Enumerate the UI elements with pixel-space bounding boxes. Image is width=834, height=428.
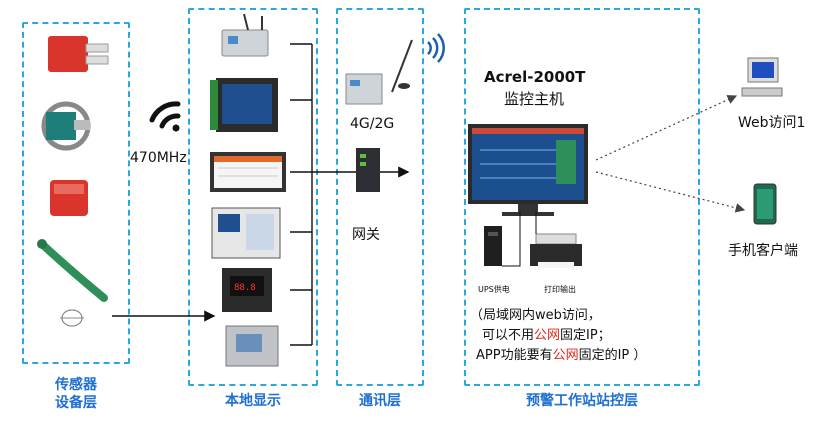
mobile-phone-icon	[753, 183, 777, 225]
sensor-red-clamp-icon	[48, 36, 109, 72]
communication-frame	[336, 8, 424, 386]
local-display-frame	[188, 8, 318, 386]
sensor-probe-icon	[60, 309, 84, 327]
note-line-3-a: APP功能要有	[476, 348, 553, 363]
note-line-2-c: 固定IP；	[560, 328, 611, 343]
web-link-line	[595, 95, 738, 161]
host-subtitle: 监控主机	[504, 90, 565, 108]
note-line-1-b: web	[535, 308, 562, 323]
monitoring-frame	[464, 8, 700, 386]
comm-label: 4G/2G	[350, 116, 395, 132]
monitoring-label: 预警工作站站控层	[526, 393, 638, 409]
device-touch-meter-icon	[210, 78, 278, 132]
note-line-2-a: 可以不用	[482, 328, 535, 343]
note-line-3-c: 固定的IP ）	[578, 348, 647, 363]
host-monitor-icon	[468, 124, 588, 216]
sensor-red-box-icon	[50, 180, 88, 216]
device-meter-icon: 88.8	[222, 268, 272, 312]
svg-text:88.8: 88.8	[234, 283, 256, 293]
gateway-device-icon	[356, 148, 380, 192]
device-cabinet-icon	[225, 325, 279, 367]
printer-icon	[530, 233, 582, 268]
communication-label: 通讯层	[359, 393, 401, 409]
host-title: Acrel-2000T	[484, 68, 586, 86]
mobile-link-line	[595, 171, 746, 213]
sensor-strap-icon	[37, 239, 108, 302]
web-computer-icon	[741, 57, 783, 97]
note-line-2: 可以不用公网固定IP；	[482, 324, 611, 343]
gateway-label: 网关	[352, 227, 380, 243]
local-display-label: 本地显示	[225, 393, 281, 409]
device-screen-panel-icon	[210, 152, 286, 192]
printer-label: 打印输出	[544, 285, 576, 294]
note-line-3: APP功能要有公网固定的IP ）	[476, 344, 646, 363]
device-gateway-small-icon	[221, 13, 269, 57]
device-controller-icon	[211, 207, 281, 259]
wireless-icon	[149, 101, 181, 132]
sensor-layer-label-line1: 传感器	[55, 377, 97, 393]
sensor-layer-label: 传感器 设备层	[22, 376, 130, 412]
sensor-green-ring-icon	[41, 101, 91, 151]
ups-icon	[484, 226, 502, 266]
note-line-1-c: 访问，	[561, 308, 601, 323]
mobile-label: 手机客户端	[728, 243, 798, 259]
wireless-label: 470MHz	[130, 150, 187, 166]
note-line-2-b: 公网	[534, 328, 561, 343]
note-line-1: （局域网内web访问，	[470, 304, 601, 323]
note-line-3-b: 公网	[552, 348, 579, 363]
web-access-label: Web访问1	[738, 115, 806, 131]
note-line-1-a: （局域网内	[470, 308, 536, 323]
cellular-module-icon	[345, 39, 413, 105]
sensor-layer-frame	[22, 22, 130, 364]
ups-label: UPS供电	[478, 285, 510, 294]
ups-line	[502, 212, 521, 267]
cellular-signal-icon	[427, 33, 445, 63]
sensor-layer-label-line2: 设备层	[55, 395, 97, 411]
